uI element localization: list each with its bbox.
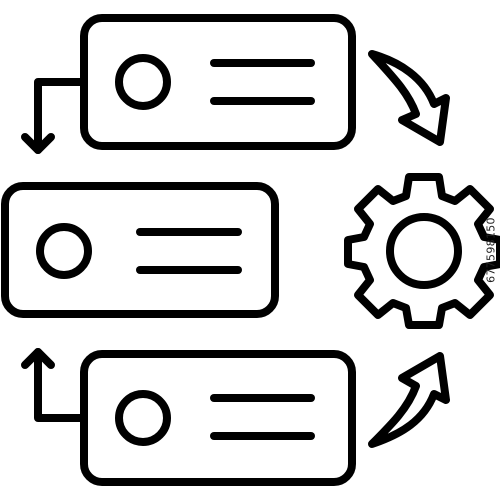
curved-up-arrow-icon	[368, 352, 450, 448]
top-card	[80, 14, 356, 150]
stock-id-watermark: 677598150	[480, 0, 500, 500]
top-card-frame	[80, 14, 356, 150]
middle-card	[1, 182, 279, 318]
bottom-card-frame	[80, 350, 356, 486]
middle-card-avatar-icon	[36, 223, 92, 279]
top-card-avatar-icon	[115, 54, 171, 110]
top-left-down-arrow-icon	[21, 78, 88, 154]
gear-hub	[386, 213, 462, 289]
bottom-card-avatar-icon	[115, 390, 171, 446]
curved-down-arrow-icon	[368, 50, 450, 146]
bottom-left-up-arrow-icon	[21, 348, 88, 422]
middle-card-frame	[1, 182, 279, 318]
gear-icon	[344, 173, 500, 329]
stock-id-text: 677598150	[484, 217, 498, 283]
bottom-card	[80, 350, 356, 486]
